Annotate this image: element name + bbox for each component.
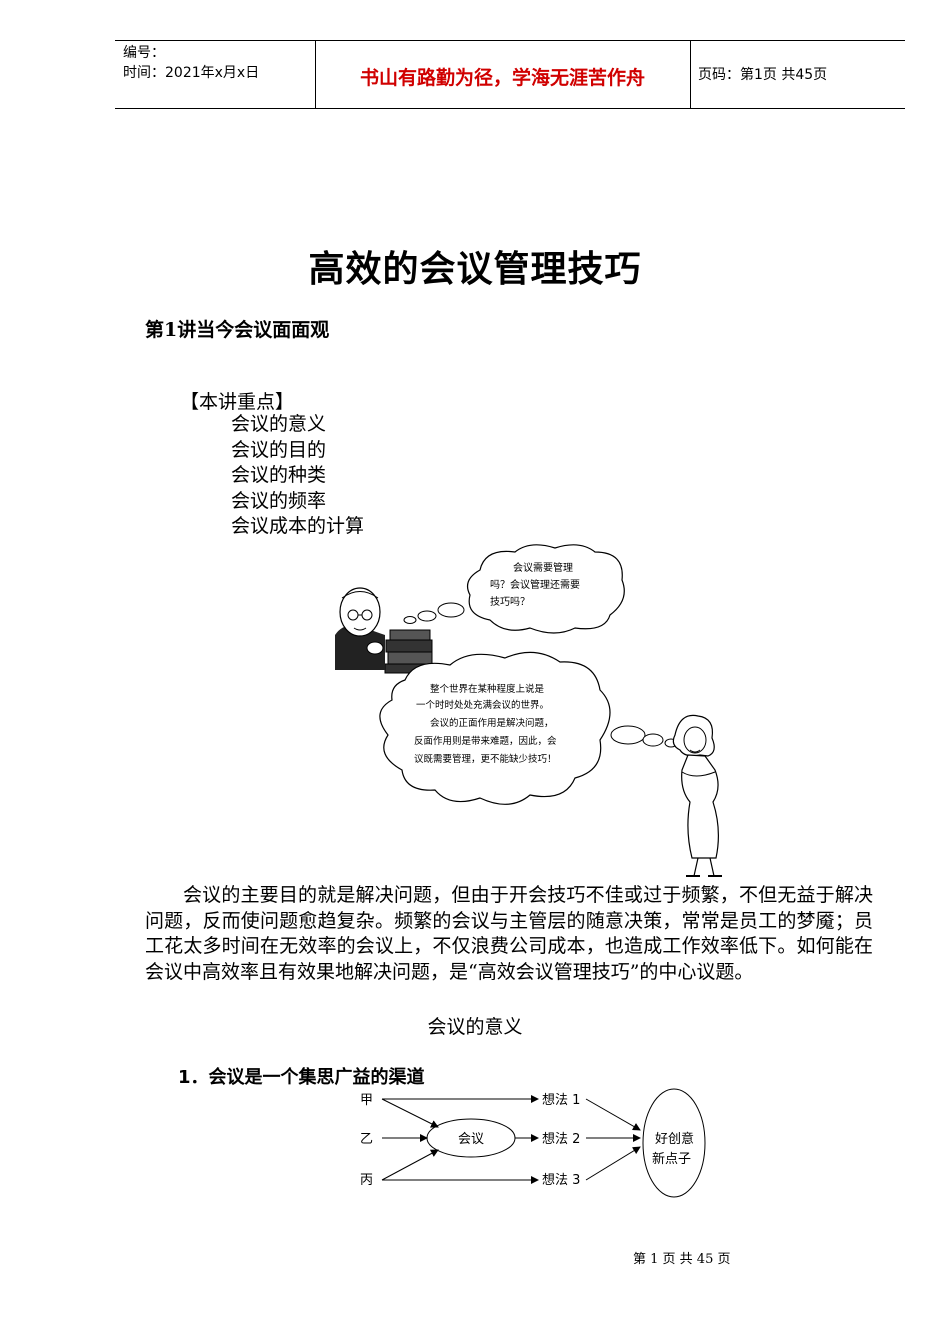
- key-point-item: 会议的频率: [231, 489, 327, 512]
- result-label: 新点子: [652, 1151, 691, 1167]
- header-motto: 书山有路勤为径，学海无涯苦作舟: [359, 67, 645, 89]
- bubble-top-line: 技巧吗？: [490, 595, 530, 608]
- old-man-figure: [335, 587, 434, 674]
- serial-label: 编号：: [123, 45, 165, 61]
- arrow: [381, 1149, 439, 1181]
- bubble-bottom-line: 一个时时处处充满会议的世界。: [416, 699, 549, 711]
- arrow: [381, 1098, 439, 1128]
- idea-label: 想法 3: [542, 1172, 580, 1188]
- section-heading-1: 1．会议是一个集思广益的渠道: [178, 1067, 425, 1088]
- document-title: 高效的会议管理技巧: [308, 248, 642, 290]
- idea-label: 想法 1: [542, 1092, 580, 1108]
- body-paragraph: 会议的主要目的就是解决问题，但由于开会技巧不佳或过于频繁，不但无益于解决问题，反…: [145, 884, 873, 983]
- key-point-item: 会议的种类: [231, 464, 327, 486]
- arrow: [585, 1098, 641, 1131]
- meeting-node-label: 会议: [458, 1132, 484, 1147]
- arrow: [585, 1146, 641, 1181]
- page-footer: 第 1 页 共 45 页: [633, 1252, 731, 1267]
- idea-flow-diagram: 甲 乙 丙 会议 想法 1 想法 2 想法 3 好创意 新点子: [360, 1088, 706, 1198]
- bubble-bottom-line: 整个世界在某种程度上说是: [430, 683, 545, 695]
- idea-label: 想法 2: [542, 1131, 580, 1147]
- key-points-heading: 【本讲重点】: [180, 391, 295, 413]
- thought-bubble-top: 会议需要管理 吗？会议管理还需要 技巧吗？: [403, 544, 625, 634]
- page-header: 编号： 时间：2021年x月x日 书山有路勤为径，学海无涯苦作舟 页码：第1页 …: [115, 40, 905, 109]
- cartoon-illustration: 会议需要管理 吗？会议管理还需要 技巧吗？ 整个世界在某种程度上说是 一个时时处…: [335, 544, 722, 877]
- header-meta: 编号： 时间：2021年x月x日: [123, 43, 259, 83]
- section-heading-center: 会议的意义: [427, 1016, 523, 1038]
- result-node: [642, 1088, 706, 1198]
- key-points-list: 会议的意义 会议的目的 会议的种类 会议的频率 会议成本的计算: [231, 412, 364, 540]
- thought-bubble-bottom: 整个世界在某种程度上说是 一个时时处处充满会议的世界。 会议的正面作用是解决问题…: [379, 651, 678, 805]
- bubble-bottom-line: 会议的正面作用是解决问题，: [430, 717, 554, 729]
- result-label: 好创意: [655, 1131, 694, 1147]
- time-label: 时间：2021年x月x日: [123, 65, 260, 81]
- bubble-top-line: 吗？会议管理还需要: [490, 578, 580, 591]
- bubble-top-line: 会议需要管理: [513, 561, 573, 574]
- woman-figure: [672, 714, 722, 877]
- input-label: 乙: [360, 1132, 373, 1147]
- header-page-info: 页码：第1页 共45页: [698, 67, 828, 83]
- input-label: 甲: [360, 1093, 373, 1108]
- header-divider: [315, 41, 316, 108]
- lecture-title: 第1讲当今会议面面观: [145, 319, 330, 341]
- input-label: 丙: [360, 1173, 373, 1188]
- header-divider: [690, 41, 691, 108]
- key-point-item: 会议的目的: [231, 438, 327, 461]
- bubble-bottom-line: 议既需要管理，更不能缺少技巧！: [414, 753, 557, 765]
- key-point-item: 会议的意义: [231, 413, 327, 435]
- key-point-item: 会议成本的计算: [231, 515, 365, 537]
- bubble-bottom-line: 反面作用则是带来难题，因此，会: [414, 735, 557, 747]
